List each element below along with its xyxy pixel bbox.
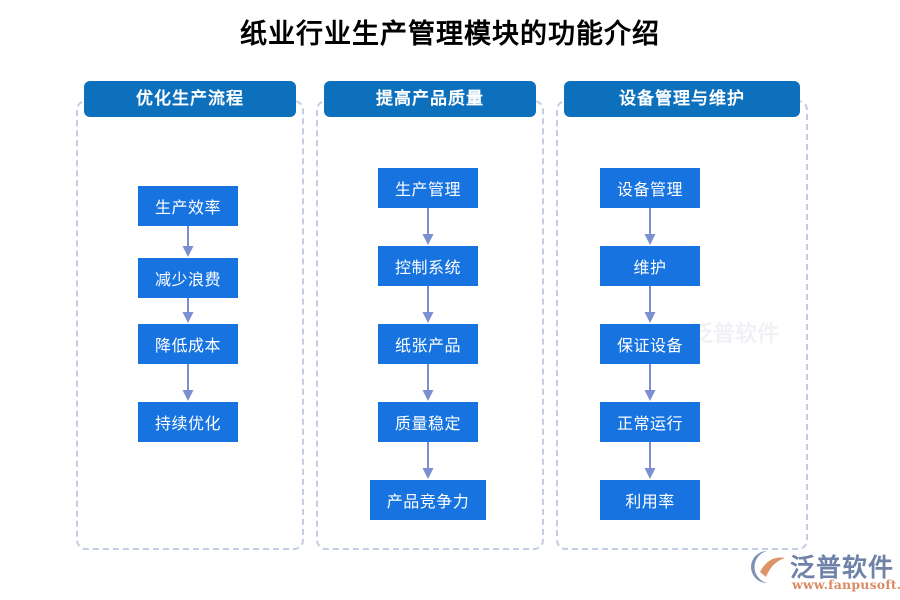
arrow-col3-3-4: [643, 364, 657, 402]
node-col2-1[interactable]: 生产管理: [378, 168, 478, 208]
node-col2-4[interactable]: 质量稳定: [378, 402, 478, 442]
column-header-3[interactable]: 设备管理与维护: [564, 81, 800, 117]
brand-name: 泛普软件: [790, 553, 895, 582]
arrow-col3-1-2: [643, 208, 657, 246]
arrow-col2-2-3: [421, 286, 435, 324]
node-col1-4[interactable]: 持续优化: [138, 402, 238, 442]
arrow-col3-2-3: [643, 286, 657, 324]
arrow-col2-4-5: [421, 442, 435, 480]
node-col2-2[interactable]: 控制系统: [378, 246, 478, 286]
node-col3-2[interactable]: 维护: [600, 246, 700, 286]
arrow-col2-1-2: [421, 208, 435, 246]
node-col3-5[interactable]: 利用率: [600, 480, 700, 520]
node-col2-5[interactable]: 产品竞争力: [370, 480, 486, 520]
node-col1-3[interactable]: 降低成本: [138, 324, 238, 364]
node-col3-1[interactable]: 设备管理: [600, 168, 700, 208]
page-title: 纸业行业生产管理模块的功能介绍: [240, 19, 660, 50]
arrow-col1-3-4: [181, 364, 195, 402]
node-col3-4[interactable]: 正常运行: [600, 402, 700, 442]
arrow-col3-4-5: [643, 442, 657, 480]
column-header-2[interactable]: 提高产品质量: [324, 81, 536, 117]
brand-url: www.fanpusoft.com: [792, 577, 900, 592]
node-col1-2[interactable]: 减少浪费: [138, 258, 238, 298]
node-col1-1[interactable]: 生产效率: [138, 186, 238, 226]
node-col2-3[interactable]: 纸张产品: [378, 324, 478, 364]
arrow-col1-1-2: [181, 226, 195, 258]
arrow-col2-3-4: [421, 364, 435, 402]
fanpu-logo-icon: [751, 551, 785, 583]
arrow-col1-2-3: [181, 298, 195, 324]
node-col3-3[interactable]: 保证设备: [600, 324, 700, 364]
brand-watermark: 泛普软件 www.fanpusoft.com: [748, 548, 900, 594]
column-header-1[interactable]: 优化生产流程: [84, 81, 296, 117]
